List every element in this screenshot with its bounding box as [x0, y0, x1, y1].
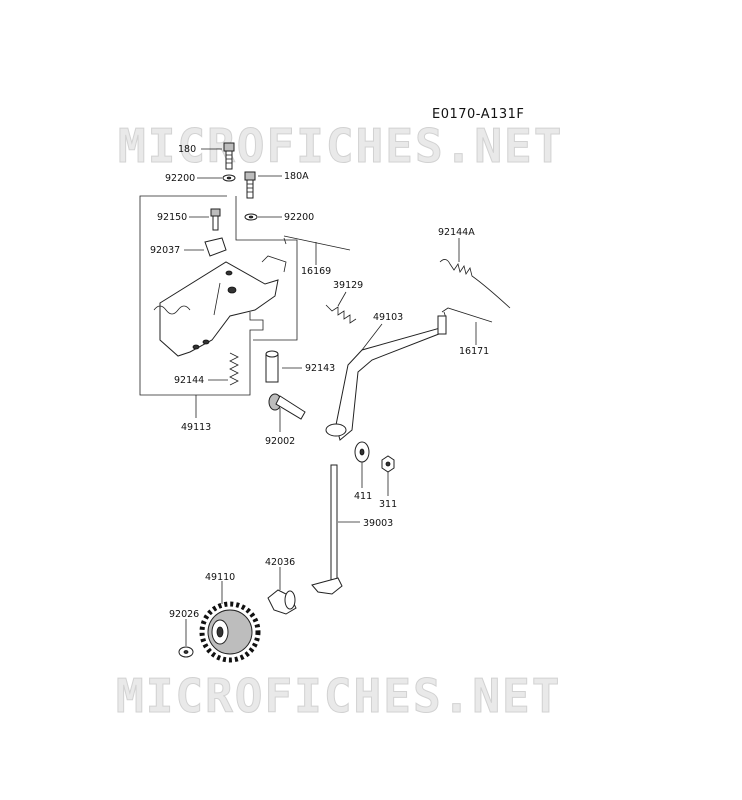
leader-39129: [337, 291, 347, 307]
lever-49103: [325, 315, 447, 441]
label-39003: 39003: [363, 518, 393, 529]
nut-311: [381, 455, 395, 473]
assembly-box: [139, 195, 264, 396]
diagram-code: E0170-A131F: [432, 107, 524, 122]
label-39129: 39129: [333, 280, 363, 291]
assembly-box-right: [235, 196, 298, 341]
label-92144a: 92144A: [438, 227, 475, 238]
label-411: 411: [354, 491, 372, 502]
label-92143: 92143: [305, 363, 335, 374]
spring-92144: [229, 352, 239, 386]
label-92200-lower: 92200: [284, 212, 314, 223]
washer-411: [354, 441, 370, 463]
bolt-92002: [268, 393, 306, 420]
weight-42036: [267, 589, 297, 615]
plate-spring: [153, 305, 191, 315]
label-42036: 42036: [265, 557, 295, 568]
screw-92150: [210, 208, 221, 231]
label-92002: 92002: [265, 436, 295, 447]
bolt-180a: [244, 171, 256, 199]
label-92144: 92144: [174, 375, 204, 386]
label-49113: 49113: [181, 422, 211, 433]
label-180: 180: [178, 144, 196, 155]
label-16171: 16171: [459, 346, 489, 357]
gear-49110: [199, 601, 261, 663]
label-92037: 92037: [150, 245, 180, 256]
label-49110: 49110: [205, 572, 235, 583]
rod-16169: [283, 235, 351, 251]
spring-39129: [325, 304, 357, 324]
label-16169: 16169: [301, 266, 331, 277]
collar-92143: [265, 350, 279, 383]
label-92150: 92150: [157, 212, 187, 223]
leader-49103: [361, 323, 383, 351]
label-180a: 180A: [284, 171, 309, 182]
bolt-180: [223, 142, 235, 170]
clip-92037: [204, 237, 227, 257]
label-92026: 92026: [169, 609, 199, 620]
label-92200-upper: 92200: [165, 173, 195, 184]
control-plate-49113: [159, 255, 287, 357]
rod-16171: [441, 307, 493, 323]
washer-92026: [178, 646, 194, 658]
watermark-bottom: MICROFICHES.NET: [116, 669, 561, 723]
label-311: 311: [379, 499, 397, 510]
spring-92144a: [439, 259, 511, 309]
label-49103: 49103: [373, 312, 403, 323]
watermark-top: MICROFICHES.NET: [118, 119, 563, 173]
shaft-39003: [311, 464, 343, 595]
